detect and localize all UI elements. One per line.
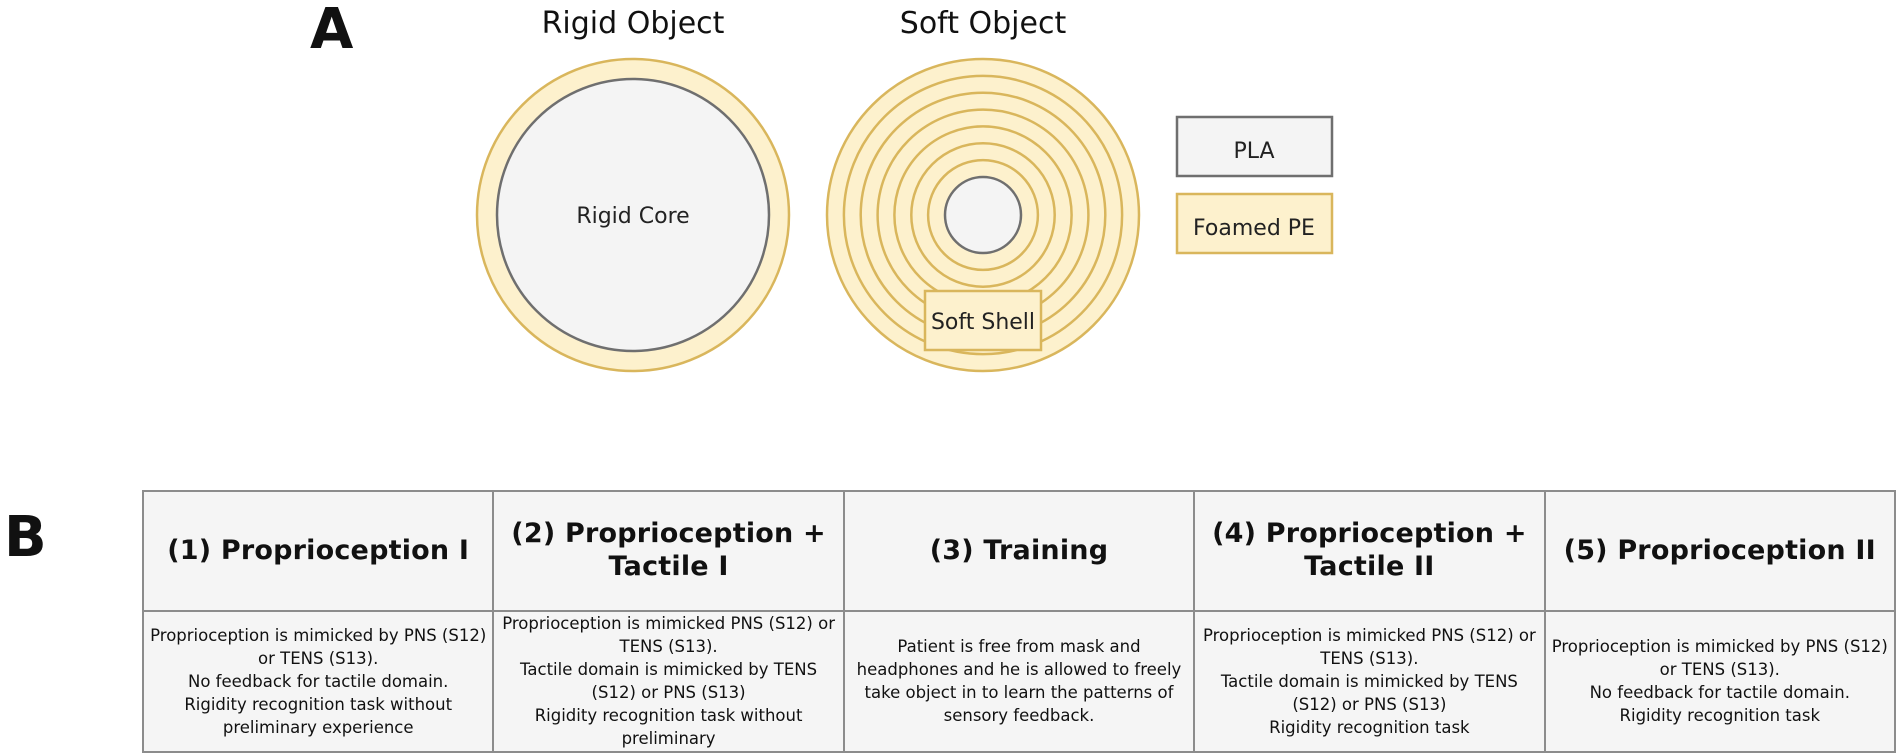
rigid-core-label: Rigid Core <box>576 204 689 229</box>
phase-5-header: (5) Proprioception II <box>1543 490 1897 612</box>
protocol-phases-table: (1) Proprioception I (2) Proprioception … <box>141 490 1897 753</box>
soft-object: Soft Object Soft Shell <box>825 6 1141 373</box>
panel-a-letter: A <box>310 0 354 62</box>
phase-2-description-cell: Proprioception is mimicked PNS (S12) or … <box>492 610 845 753</box>
soft-shell-box <box>923 289 1043 352</box>
soft-object-title: Soft Object <box>900 6 1067 41</box>
phase-4-header: (4) Proprioception + Tactile II <box>1193 490 1546 612</box>
phase-3-description: Patient is free from mask and headphones… <box>856 637 1182 726</box>
rigid-core <box>495 77 771 353</box>
phase-1-description: Proprioception is mimicked by PNS (S12) … <box>150 625 487 737</box>
phase-2-description: Proprioception is mimicked PNS (S12) or … <box>502 614 835 749</box>
legend-pla-swatch <box>1175 115 1334 178</box>
phase-3-header: (3) Training <box>842 490 1196 612</box>
panel-b-letter: B <box>4 505 47 570</box>
phase-5-description: Proprioception is mimicked by PNS (S12) … <box>1551 637 1888 726</box>
phase-5-description-cell: Proprioception is mimicked by PNS (S12) … <box>1543 610 1897 753</box>
phase-1-header: (1) Proprioception I <box>141 490 495 612</box>
legend-pla-label: PLA <box>1233 139 1274 164</box>
rigid-object-title: Rigid Object <box>542 6 725 41</box>
panel-a-diagram: Rigid Object Rigid Core Soft Object Soft… <box>475 6 1334 373</box>
legend-foam-label: Foamed PE <box>1193 216 1315 241</box>
rigid-object: Rigid Object Rigid Core <box>475 6 791 373</box>
soft-core <box>943 175 1023 255</box>
material-legend: PLA Foamed PE <box>1175 115 1334 255</box>
phase-3-description-cell: Patient is free from mask and headphones… <box>842 610 1196 753</box>
phase-2-header: (2) Proprioception + Tactile I <box>492 490 845 612</box>
phase-header-row: (1) Proprioception I (2) Proprioception … <box>141 490 1897 612</box>
phase-1-description-cell: Proprioception is mimicked by PNS (S12) … <box>141 610 495 753</box>
phase-4-description: Proprioception is mimicked PNS (S12) or … <box>1202 625 1536 737</box>
legend-foam-swatch <box>1175 192 1334 255</box>
phase-4-description-cell: Proprioception is mimicked PNS (S12) or … <box>1193 610 1546 753</box>
phase-description-row: Proprioception is mimicked by PNS (S12) … <box>141 610 1897 753</box>
soft-object-foam-rings <box>825 57 1141 373</box>
soft-shell-label: Soft Shell <box>931 310 1035 335</box>
